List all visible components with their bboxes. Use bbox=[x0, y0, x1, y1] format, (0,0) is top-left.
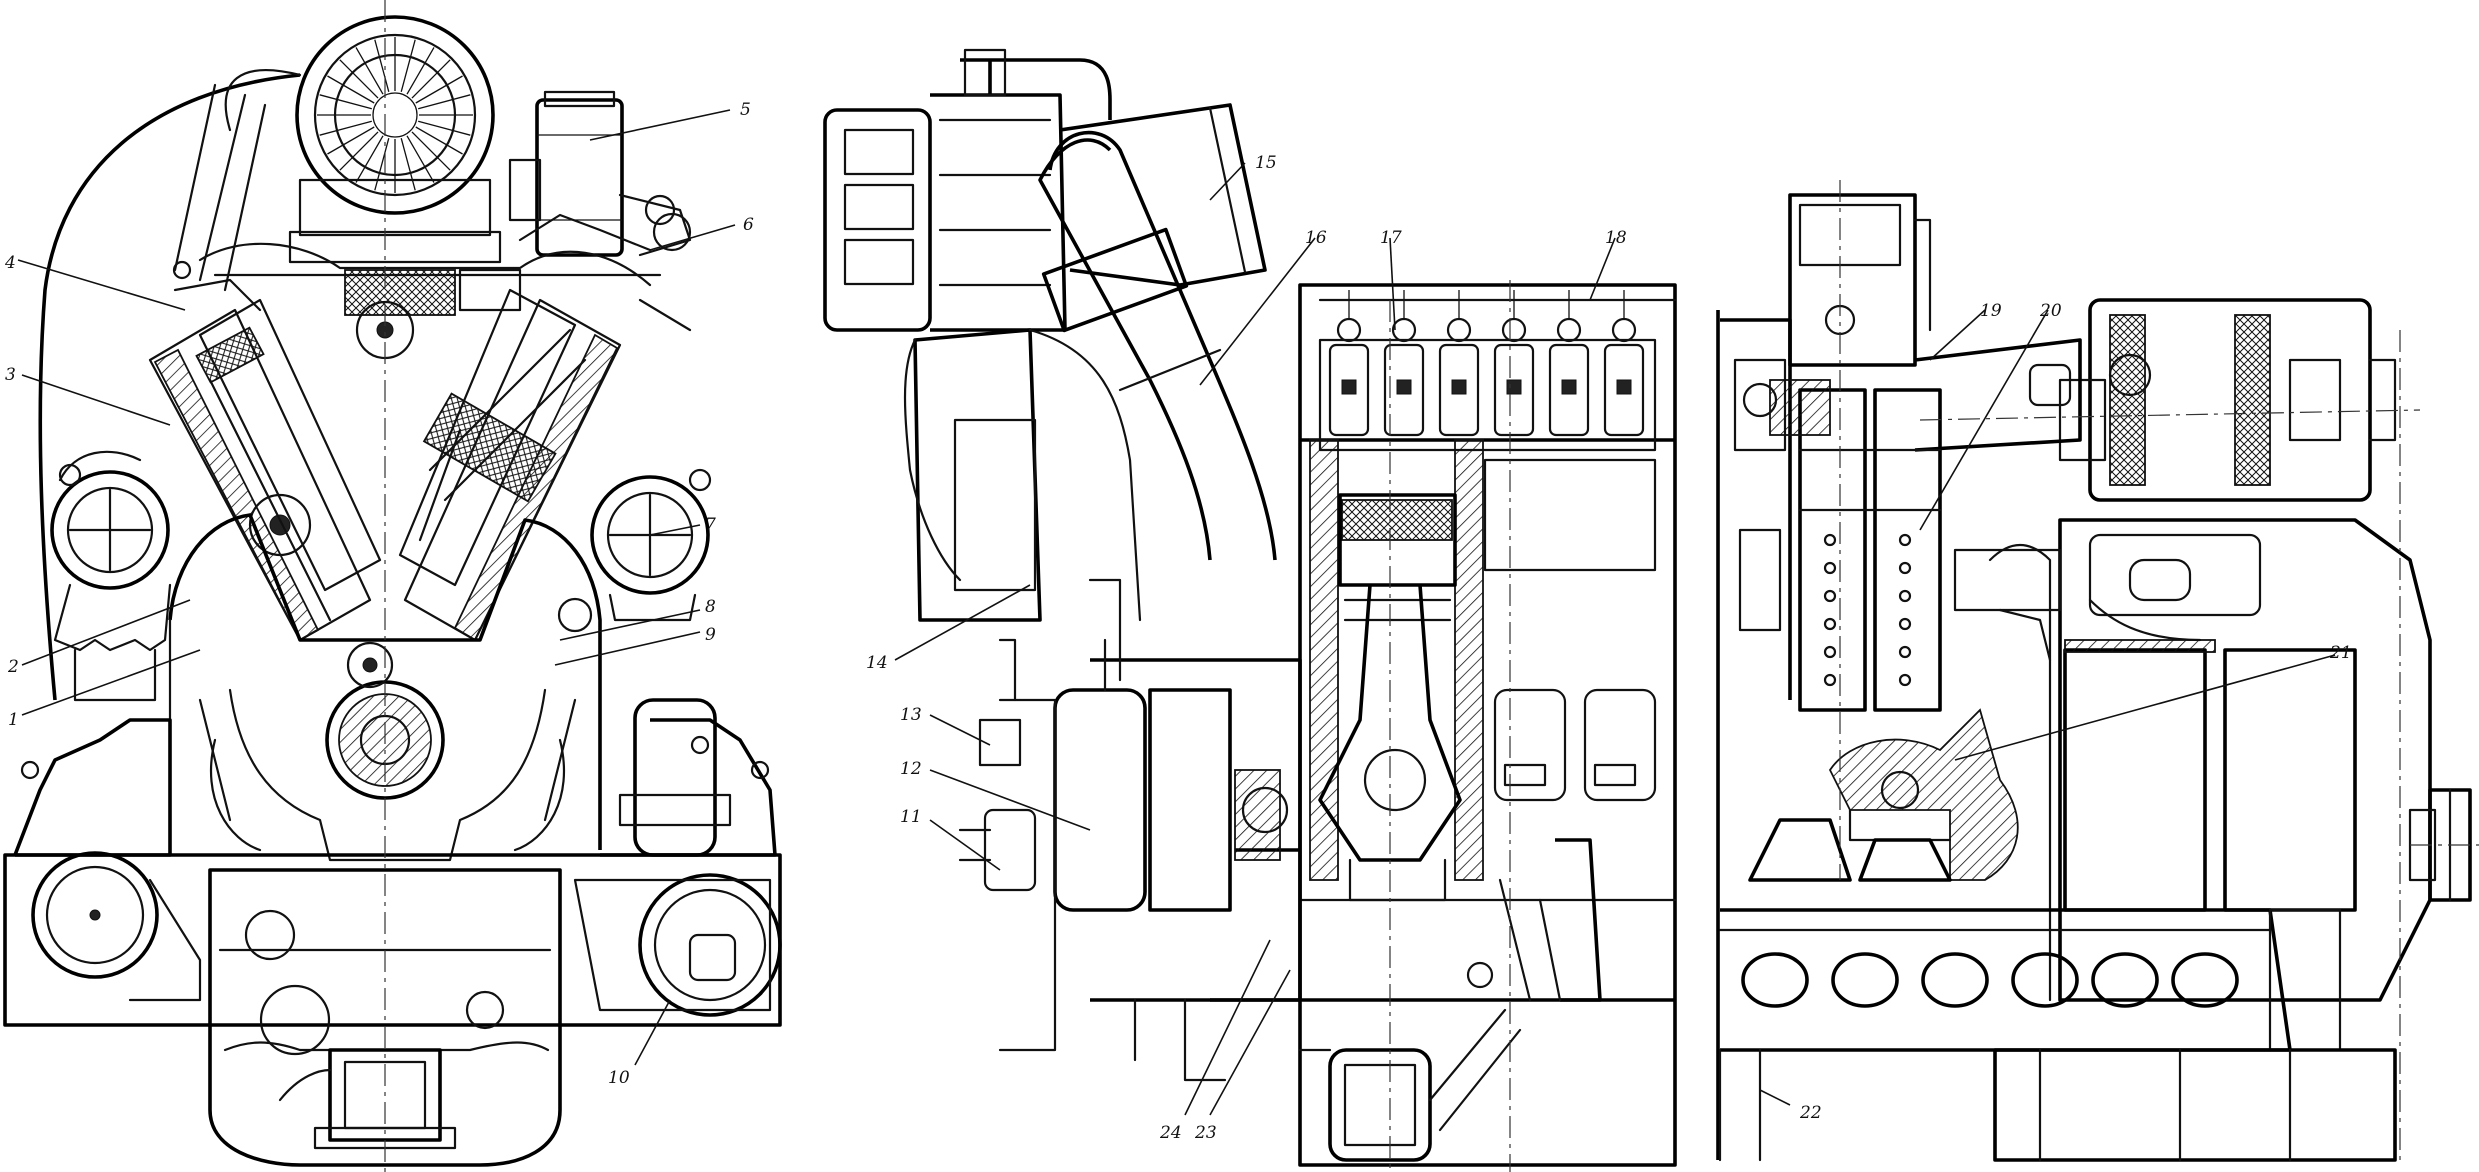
leader-lines bbox=[17, 109, 2336, 1116]
callout-13: 13 bbox=[900, 705, 922, 725]
callout-19: 19 bbox=[1980, 301, 2002, 321]
callout-20: 20 bbox=[2039, 301, 2062, 321]
callout-23: 23 bbox=[1194, 1123, 1217, 1143]
callout-12: 12 bbox=[900, 759, 922, 779]
side-section-view bbox=[823, 48, 1677, 1172]
callout-9: 9 bbox=[705, 625, 716, 645]
callout-labels: 1 2 3 4 5 6 7 8 9 10 11 12 13 14 15 16 1… bbox=[4, 100, 2352, 1143]
callout-1: 1 bbox=[8, 710, 19, 730]
callout-8: 8 bbox=[705, 597, 716, 617]
callout-21: 21 bbox=[2329, 643, 2352, 663]
callout-17: 17 bbox=[1380, 228, 1402, 248]
callout-14: 14 bbox=[866, 653, 888, 673]
callout-11: 11 bbox=[900, 807, 922, 827]
front-cross-section-view bbox=[3, 0, 782, 1172]
piston-section bbox=[1309, 439, 1484, 902]
callout-24: 24 bbox=[1159, 1123, 1182, 1143]
cylinder-row bbox=[1483, 458, 1657, 802]
callout-18: 18 bbox=[1605, 228, 1627, 248]
callout-5: 5 bbox=[740, 100, 751, 120]
callout-16: 16 bbox=[1305, 228, 1327, 248]
callout-3: 3 bbox=[5, 365, 16, 385]
left-cylinder-bank bbox=[148, 298, 382, 642]
generator-end-view bbox=[1716, 180, 2479, 1162]
callout-4: 4 bbox=[4, 253, 16, 273]
callout-7: 7 bbox=[705, 515, 716, 535]
right-cylinder-bank bbox=[398, 288, 622, 642]
callout-15: 15 bbox=[1255, 153, 1277, 173]
right-exhaust-wheel bbox=[557, 468, 712, 633]
left-exhaust-wheel bbox=[50, 450, 172, 702]
filter-canister bbox=[508, 90, 624, 257]
callout-6: 6 bbox=[743, 215, 754, 235]
callout-2: 2 bbox=[7, 657, 19, 677]
callout-10: 10 bbox=[608, 1068, 630, 1088]
fan-assembly bbox=[288, 15, 502, 264]
callout-22: 22 bbox=[1799, 1103, 1822, 1123]
